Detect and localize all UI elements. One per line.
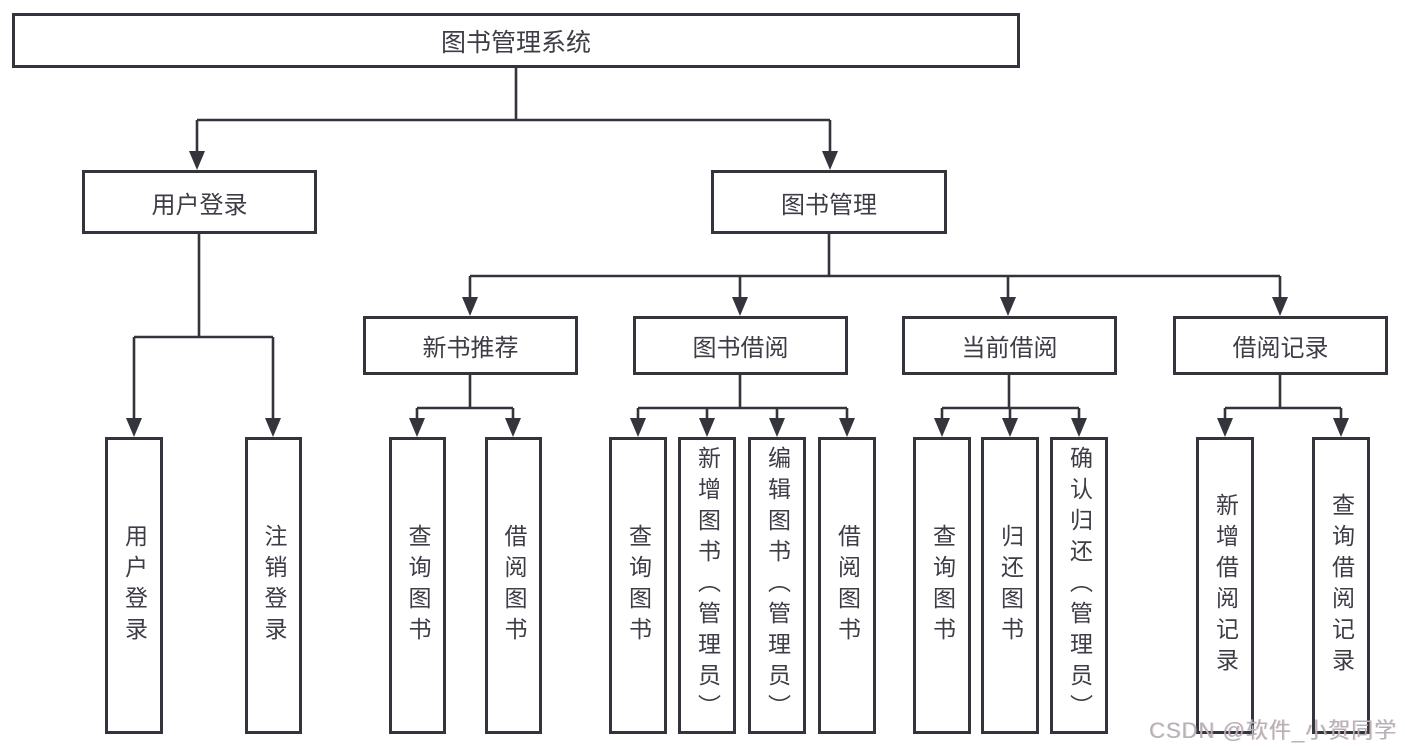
leaf-query-books: 查询图书: [609, 437, 667, 734]
node-label: 查询图书: [405, 523, 431, 648]
leaf-user-login: 用户登录: [105, 437, 163, 734]
node-label: 借阅图书: [834, 523, 861, 648]
node-label: 查询图书: [625, 523, 652, 648]
leaf-edit-books-admin: 编辑图书（管理员）: [748, 437, 806, 734]
arrowheads: [126, 151, 1349, 437]
leaf-borrow-books: 借阅图书: [485, 437, 542, 734]
csdn-watermark: CSDN @软件_小贺同学: [1148, 718, 1397, 743]
node-label: 当前借阅: [961, 335, 1058, 362]
node-label: 借阅图书: [501, 523, 527, 648]
node-label: 确认归还（管理员）: [1066, 446, 1093, 725]
node-new-book-recommendation: 新书推荐: [363, 316, 578, 375]
node-label: 注销登录: [261, 523, 287, 648]
node-current-borrowing: 当前借阅: [902, 316, 1117, 375]
node-label: 图书借阅: [692, 335, 789, 362]
leaf-confirm-return-admin: 确认归还（管理员）: [1050, 437, 1108, 734]
node-library-management-system: 图书管理系统: [12, 13, 1020, 68]
node-label: 用户登录: [151, 191, 248, 219]
leaf-logout: 注销登录: [245, 437, 302, 734]
node-label: 新增图书（管理员）: [694, 446, 721, 725]
node-label: 编辑图书（管理员）: [764, 446, 791, 725]
node-label: 新书推荐: [422, 335, 519, 362]
node-user-login: 用户登录: [82, 170, 317, 234]
node-label: 图书管理系统: [440, 28, 591, 57]
node-label: 归还图书: [997, 523, 1024, 648]
leaf-query-borrow-record: 查询借阅记录: [1312, 437, 1370, 734]
node-borrowing-records: 借阅记录: [1173, 316, 1388, 375]
leaf-add-books-admin: 新增图书（管理员）: [678, 437, 736, 734]
node-label: 查询图书: [929, 523, 956, 648]
node-label: 用户登录: [121, 523, 148, 648]
node-book-borrowing: 图书借阅: [633, 316, 848, 375]
leaf-add-borrow-record: 新增借阅记录: [1196, 437, 1254, 734]
leaf-borrow-books: 借阅图书: [818, 437, 876, 734]
node-label: 图书管理: [781, 191, 877, 219]
node-book-management: 图书管理: [711, 170, 947, 234]
node-label: 新增借阅记录: [1212, 492, 1239, 679]
node-label: 借阅记录: [1232, 335, 1329, 362]
leaf-return-books: 归还图书: [981, 437, 1039, 734]
node-label: 查询借阅记录: [1328, 492, 1355, 679]
leaf-query-books: 查询图书: [389, 437, 446, 734]
leaf-query-books: 查询图书: [913, 437, 971, 734]
